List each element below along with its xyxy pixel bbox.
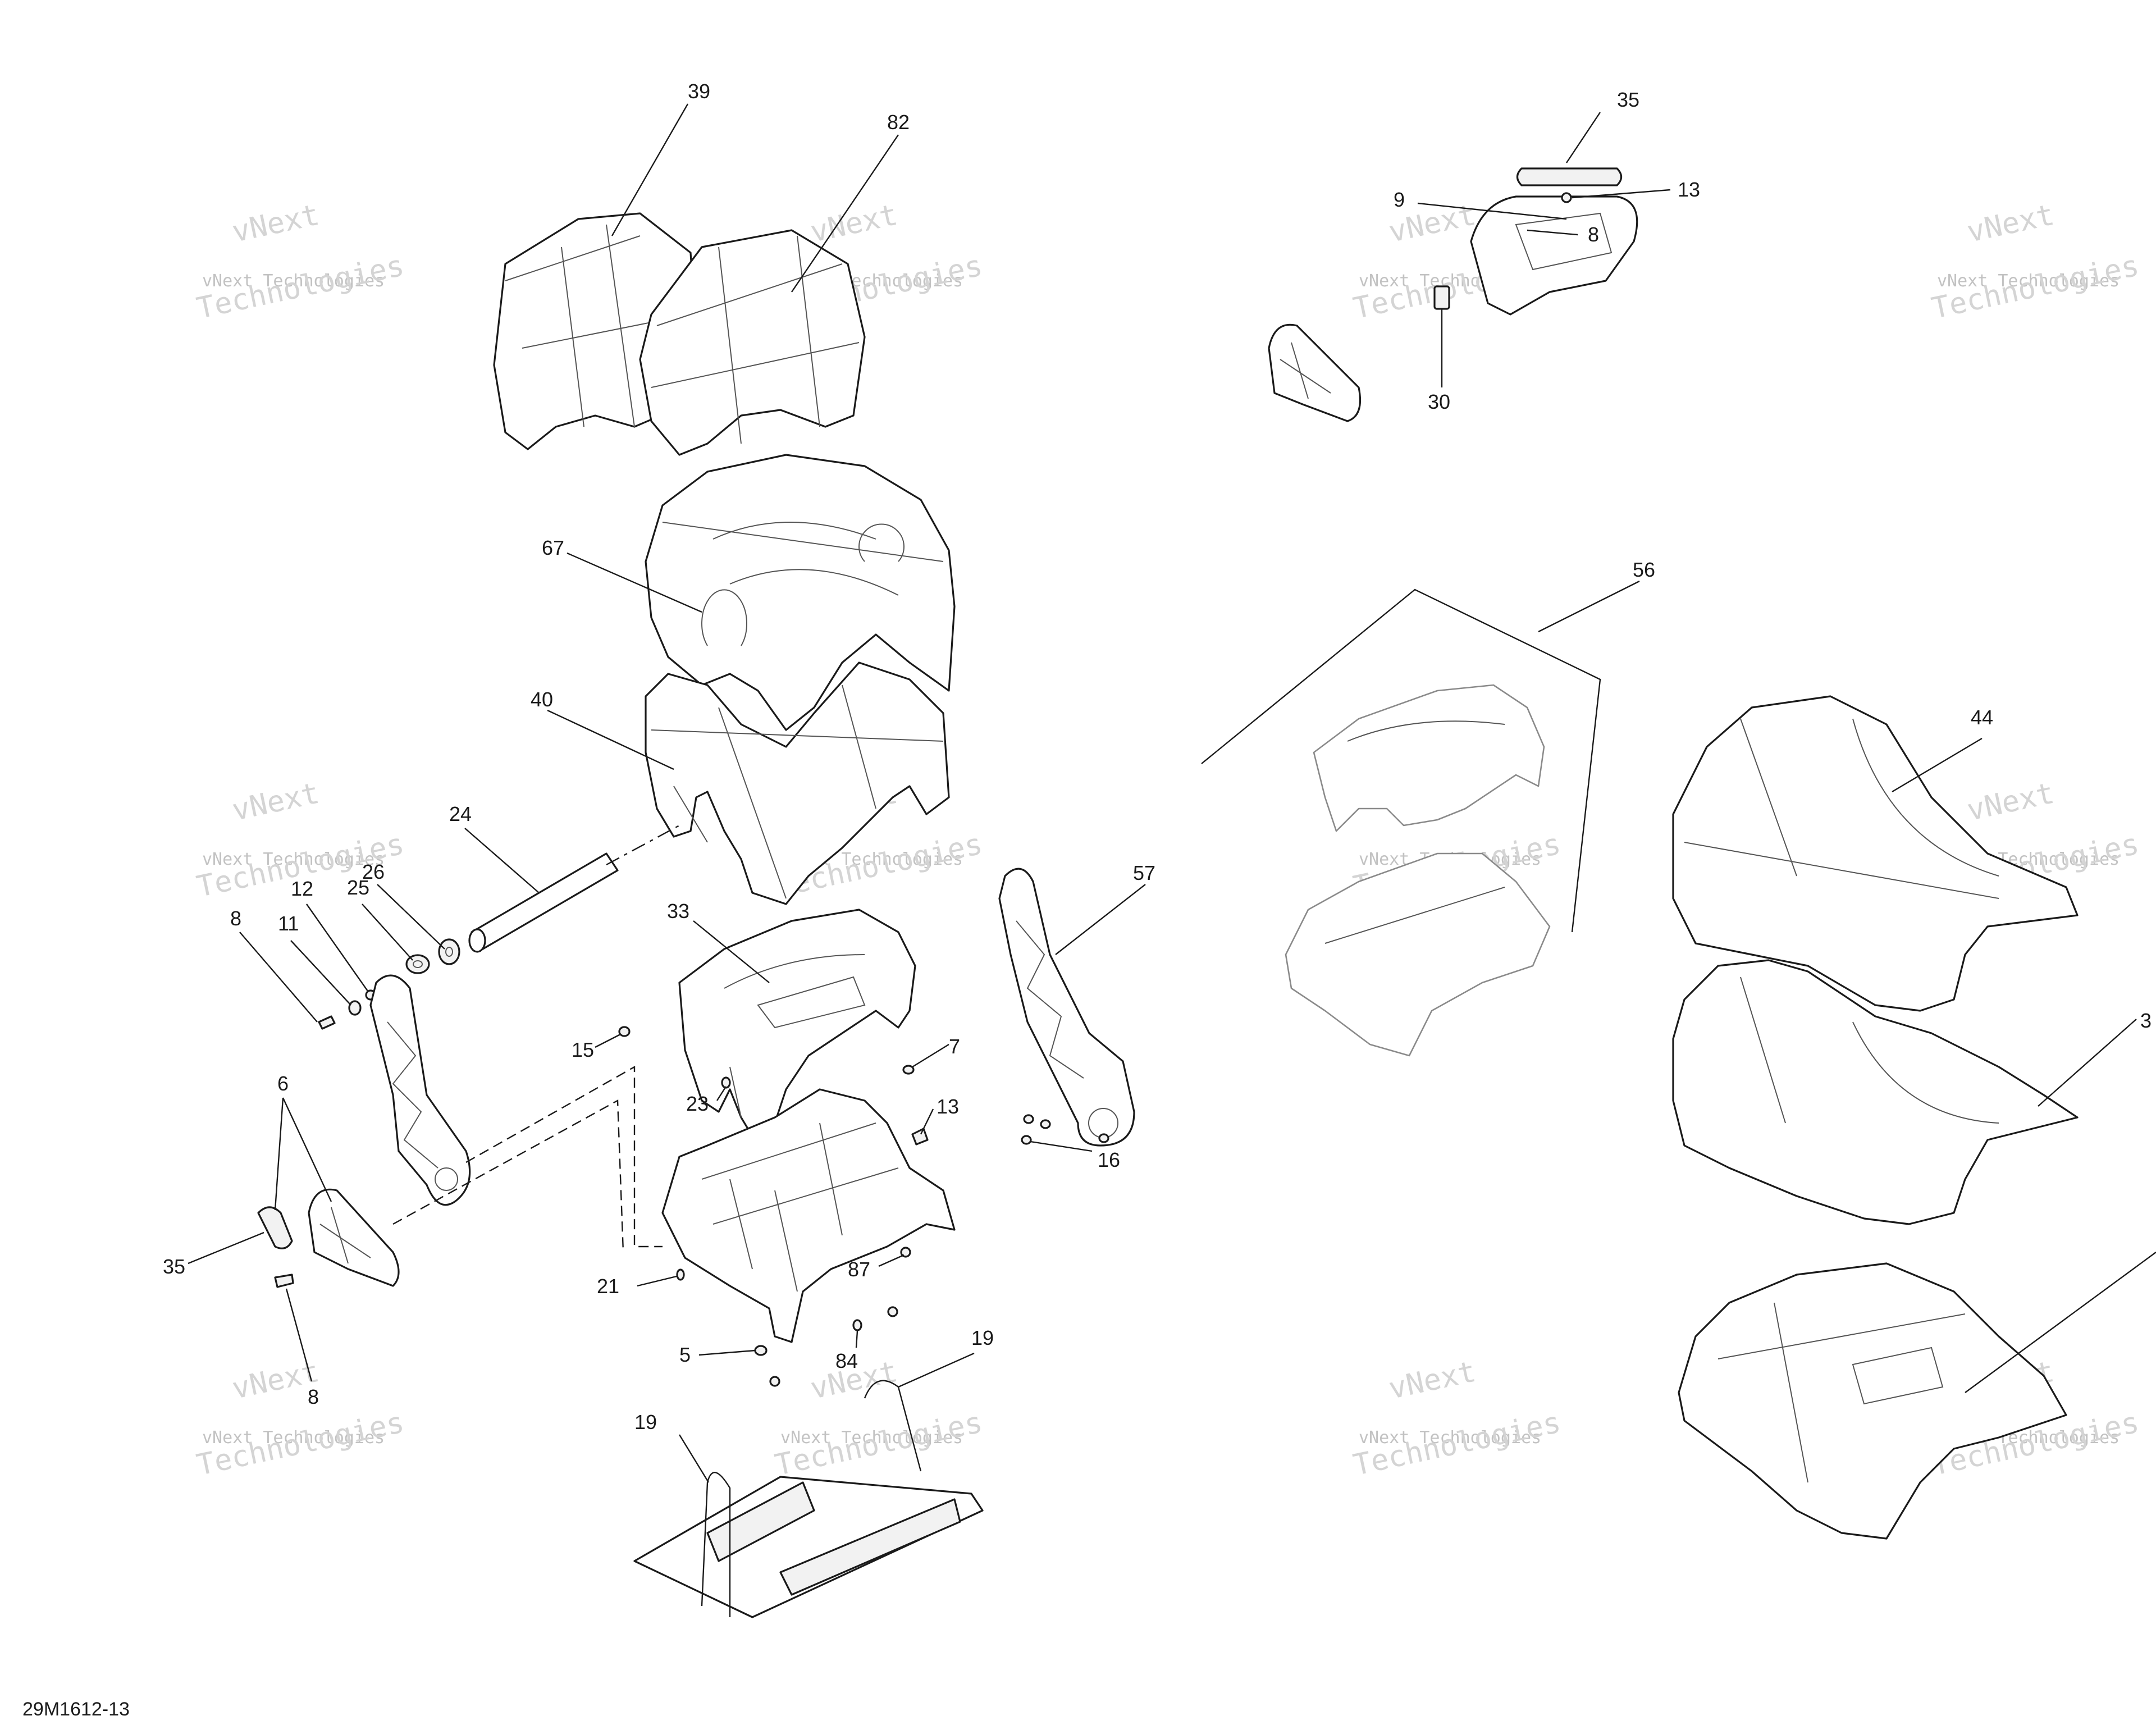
tube-part xyxy=(468,852,619,953)
callout-label: 6 xyxy=(277,1072,289,1095)
svg-text:vNext: vNext xyxy=(807,198,901,249)
callout-label: 19 xyxy=(971,1326,994,1349)
svg-text:Technologies: Technologies xyxy=(194,249,407,326)
svg-text:vNext: vNext xyxy=(1964,777,2057,828)
watermark: vNext vNext Technologies Technologies xyxy=(194,198,407,326)
callout-label: 56 xyxy=(1633,558,1655,581)
seat-foam-part xyxy=(1672,959,2079,1225)
callout-label: 33 xyxy=(667,900,689,923)
svg-text:Technologies: Technologies xyxy=(1929,249,2142,326)
svg-text:vNext Technologies: vNext Technologies xyxy=(202,1428,385,1448)
handle-grip-part xyxy=(257,1206,293,1249)
callout-label: 35 xyxy=(1617,88,1639,111)
seat-cover-part xyxy=(1672,695,2079,1012)
svg-text:vNext: vNext xyxy=(229,198,322,249)
callout-label: 12 xyxy=(291,877,313,900)
callout-label: 13 xyxy=(937,1095,959,1118)
callout-label: 84 xyxy=(835,1349,858,1372)
right-bracket-arm-part xyxy=(998,868,1135,1147)
left-bracket-arm-part xyxy=(369,974,471,1206)
washer-part xyxy=(438,938,460,965)
side-cap-part xyxy=(308,1188,400,1287)
svg-text:vNext: vNext xyxy=(229,777,322,828)
callout-label: 8 xyxy=(1588,223,1599,246)
fastener-part xyxy=(618,1026,929,1387)
callout-label: 24 xyxy=(449,802,472,825)
backrest-cover-part xyxy=(639,229,866,456)
leader-lines xyxy=(188,103,2156,1483)
assembly-lines xyxy=(392,824,680,1253)
callout-label: 87 xyxy=(848,1258,870,1281)
frame-top-part xyxy=(678,909,916,1147)
screw-part xyxy=(274,1274,294,1288)
svg-text:vNext Technologies: vNext Technologies xyxy=(780,1428,963,1448)
callout-labels: 39 82 67 40 24 26 25 12 11 8 6 35 8 33 1… xyxy=(163,80,2152,1434)
svg-text:vNext Technologies: vNext Technologies xyxy=(202,850,385,869)
callout-label: 8 xyxy=(308,1385,319,1408)
callout-label: 67 xyxy=(542,536,564,559)
callout-label: 39 xyxy=(688,80,710,103)
callout-label: 82 xyxy=(887,111,910,134)
callout-label: 35 xyxy=(163,1255,185,1278)
callout-label: 9 xyxy=(1394,188,1405,211)
callout-label: 30 xyxy=(1428,390,1450,413)
callout-label: 16 xyxy=(1098,1148,1120,1171)
callout-label: 11 xyxy=(278,912,299,935)
callout-label: 23 xyxy=(686,1092,709,1115)
svg-text:vNext Technologies: vNext Technologies xyxy=(1937,271,2120,291)
callout-label: 8 xyxy=(230,907,241,930)
seat-base-part xyxy=(1678,1262,2067,1540)
svg-text:vNext Technologies: vNext Technologies xyxy=(202,271,385,291)
watermark: vNext vNext Technologies Technologies xyxy=(1929,198,2142,326)
figure-reference-code: 29M1612-13 xyxy=(22,1699,130,1720)
svg-text:Technologies: Technologies xyxy=(1350,1405,1564,1482)
backrest-foam-part xyxy=(645,661,950,905)
callout-label: 3 xyxy=(2140,1009,2152,1032)
backrest-upholstery-part xyxy=(645,454,956,731)
watermark: vNext vNext Technologies Technologies xyxy=(194,1355,407,1482)
svg-text:vNext: vNext xyxy=(1386,1355,1479,1406)
watermark: vNext vNext Technologies Technologies xyxy=(1350,1355,1564,1482)
callout-label: 15 xyxy=(572,1038,594,1061)
callout-label: 7 xyxy=(949,1035,960,1058)
base-frame-part xyxy=(661,1088,956,1343)
handle-part xyxy=(1433,167,1638,316)
nut-part xyxy=(1021,1114,1109,1145)
side-cap-part xyxy=(1268,323,1362,422)
svg-text:Technologies: Technologies xyxy=(772,1405,985,1482)
callout-label: 5 xyxy=(679,1343,691,1366)
callout-label: 13 xyxy=(1678,178,1700,201)
watermark: vNext vNext Technologies Technologies xyxy=(772,1355,985,1482)
callout-label: 25 xyxy=(347,876,369,899)
callout-label: 40 xyxy=(531,688,553,711)
callout-label: 26 xyxy=(362,860,385,883)
callout-label: 19 xyxy=(634,1411,657,1434)
foam-block-part xyxy=(633,1380,984,1618)
callout-label: 57 xyxy=(1133,861,1155,884)
hardware-part xyxy=(318,989,376,1030)
callout-label: 21 xyxy=(597,1275,619,1298)
svg-text:Technologies: Technologies xyxy=(194,1405,407,1482)
svg-text:vNext: vNext xyxy=(1964,198,2057,249)
seat-assembly-ghost xyxy=(1285,684,1551,1057)
callout-label: 44 xyxy=(1971,706,1993,729)
svg-text:vNext Technologies: vNext Technologies xyxy=(1359,1428,1541,1448)
